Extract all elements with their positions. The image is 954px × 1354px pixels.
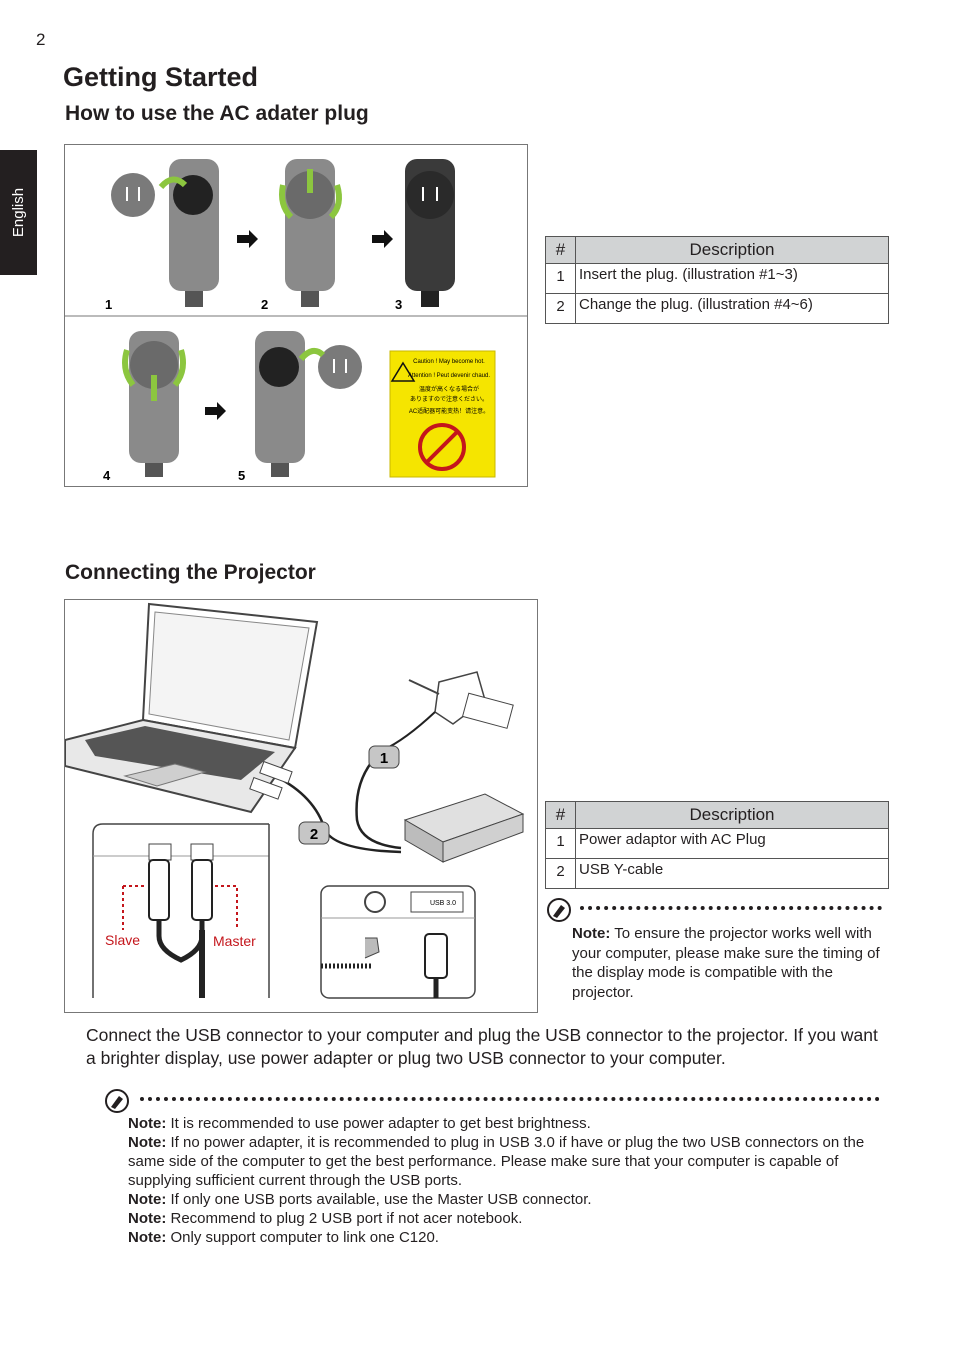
side-note: Note: To ensure the projector works well…: [572, 924, 892, 1002]
table-header-description: Description: [575, 801, 889, 829]
note-text: Only support computer to link one C120.: [166, 1229, 439, 1246]
section-heading-ac-plug: How to use the AC adater plug: [65, 102, 369, 125]
master-label: Master: [213, 933, 256, 949]
table-cell-description: Power adaptor with AC Plug: [575, 828, 889, 859]
notes-list: Note: It is recommended to use power ada…: [128, 1114, 898, 1247]
table-cell-num: 2: [545, 858, 576, 889]
table-cell-num: 1: [545, 828, 576, 859]
table-row: 2 USB Y-cable: [545, 858, 889, 889]
slave-label: Slave: [105, 932, 140, 948]
usb-y-cable-inset: Slave Master: [92, 823, 270, 998]
language-tab-label: English: [10, 187, 28, 238]
note-text: To ensure the projector works well with …: [572, 925, 880, 1001]
table-cell-description: Change the plug. (illustration #4~6): [575, 293, 889, 324]
caution-line: Attention ! Peut devenir chaud.: [408, 373, 490, 379]
caution-line: AC适配器可能变热！请注意。: [409, 407, 489, 415]
note-item: Note: Recommend to plug 2 USB port if no…: [128, 1209, 898, 1228]
projector-port-inset: USB 3.0: [320, 885, 476, 999]
note-label: Note:: [128, 1229, 167, 1246]
usb-port-icon: [148, 843, 172, 861]
note-item: Note: Only support computer to link one …: [128, 1228, 898, 1247]
note-item: Note: It is recommended to use power ada…: [128, 1114, 898, 1133]
caution-line: 温度が高くなる場合が: [419, 385, 479, 393]
laptop-image: [64, 602, 319, 814]
usb3-port-label: USB 3.0: [430, 900, 456, 907]
no-touch-icon: [418, 423, 466, 471]
projector-image: [403, 793, 525, 863]
caution-label: Caution ! May become hot. Attention ! Pe…: [389, 350, 496, 478]
table-cell-num: 2: [545, 293, 576, 324]
table-cell-description: USB Y-cable: [575, 858, 889, 889]
projector-description-table: # Description 1 Power adaptor with AC Pl…: [545, 801, 889, 889]
caution-line: ありますので注意ください。: [410, 395, 488, 403]
dc-jack-icon: [364, 891, 386, 913]
projector-connection-illustration: 1 2 Slave Master: [64, 599, 538, 1013]
section-heading-projector: Connecting the Projector: [65, 561, 316, 584]
adapter-step5-image: [255, 331, 362, 477]
note-pen-icon: [105, 1089, 129, 1113]
power-adapter-image: [382, 671, 514, 751]
table-row: 1 Power adaptor with AC Plug: [545, 828, 889, 859]
note-text: Recommend to plug 2 USB port if not acer…: [166, 1210, 523, 1227]
note-divider: [140, 1097, 880, 1101]
table-header-num: #: [545, 801, 576, 829]
table-header-description: Description: [575, 236, 889, 264]
connect-instructions: Connect the USB connector to your comput…: [86, 1025, 878, 1068]
note-text: It is recommended to use power adapter t…: [166, 1115, 591, 1132]
table-cell-num: 1: [545, 263, 576, 294]
adapter-step4-image: [122, 331, 186, 477]
step-label: 4: [103, 468, 111, 483]
usb-port-icon: [190, 843, 214, 861]
ac-plug-drawing: Caution ! May become hot. Attention ! Pe…: [65, 159, 527, 483]
arrow-right-icon: [205, 402, 226, 420]
step-label: 5: [238, 468, 245, 483]
projector-connection-drawing: 1 2 Slave Master: [64, 602, 525, 999]
callout-1: 1: [368, 745, 400, 769]
note-text: If no power adapter, it is recommended t…: [128, 1134, 865, 1189]
callout-2-label: 2: [310, 826, 318, 843]
note-divider: [580, 906, 882, 910]
ac-plug-description-table: # Description 1 Insert the plug. (illust…: [545, 236, 889, 324]
table-row: 1 Insert the plug. (illustration #1~3): [545, 263, 889, 294]
ac-plug-illustration: Caution ! May become hot. Attention ! Pe…: [64, 144, 528, 487]
step-label: 2: [261, 297, 268, 312]
note-text: If only one USB ports available, use the…: [166, 1191, 592, 1208]
note-item: Note: If no power adapter, it is recomme…: [128, 1133, 898, 1190]
arrow-right-icon: [237, 230, 258, 248]
adapter-step3-image: [405, 159, 455, 307]
table-row: 2 Change the plug. (illustration #4~6): [545, 293, 889, 324]
note-pen-icon: [547, 898, 571, 922]
adapter-step1-image: [111, 159, 219, 307]
step-label: 1: [105, 297, 112, 312]
callout-1-label: 1: [380, 750, 388, 767]
caution-line: Caution ! May become hot.: [413, 359, 485, 365]
note-label: Note:: [128, 1191, 167, 1208]
language-tab: English: [0, 150, 37, 275]
table-header-row: # Description: [545, 801, 889, 829]
warning-icon: [390, 361, 416, 382]
arrow-right-icon: [372, 230, 393, 248]
page-title: Getting Started: [63, 62, 259, 92]
adapter-step2-image: [279, 159, 342, 307]
page-number: 2: [36, 30, 46, 49]
table-header-num: #: [545, 236, 576, 264]
callout-2: 2: [298, 821, 330, 845]
table-header-row: # Description: [545, 236, 889, 264]
note-label: Note:: [572, 925, 611, 942]
note-label: Note:: [128, 1115, 167, 1132]
step-label: 3: [395, 297, 402, 312]
note-label: Note:: [128, 1210, 167, 1227]
note-item: Note: If only one USB ports available, u…: [128, 1190, 898, 1209]
note-label: Note:: [128, 1134, 167, 1151]
table-cell-description: Insert the plug. (illustration #1~3): [575, 263, 889, 294]
